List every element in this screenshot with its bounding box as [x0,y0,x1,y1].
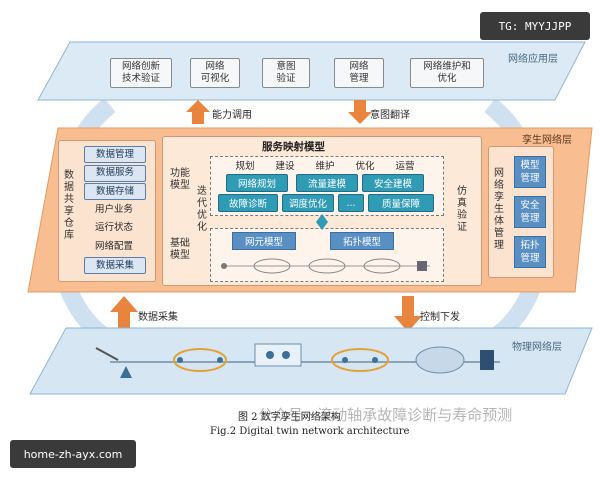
server-rack [480,350,494,370]
bottom-badge-text: home-zh-ayx.com [23,447,123,461]
ability-call-arrow [186,100,210,124]
caption-cn: 图 2 数字孪生网络架构 [238,412,341,423]
left-repo-item: 运行状态 [94,222,133,233]
right-mgmt-item: 安全 管理 [514,196,546,228]
left-repo-item: 用户业务 [94,203,133,215]
func-box: 故障诊断 [218,194,278,212]
app-item: 网络创新 技术验证 [110,58,172,88]
left-repo-item: 数据采集 [84,257,146,274]
left-repo-item: 数据存储 [84,183,146,200]
top-badge: TG: MYYJJPP [480,12,590,40]
physical-layer-plane [29,327,593,395]
switch-cluster [254,343,302,367]
func-box: 安全建模 [362,174,424,192]
base-model-label: 基础 模型 [170,238,190,261]
func-box: 网络规划 [226,174,288,192]
phase-label: 优化 [355,161,375,172]
data-collect-arrow [110,296,138,332]
data-collect-label: 数据采集 [138,312,178,323]
watermark-text: 公众号 · 滚动轴承故障诊断与寿命预测 [258,406,513,424]
top-badge-text: TG: MYYJJPP [498,19,572,33]
bottom-badge: home-zh-ayx.com [10,440,136,468]
right-mgmt-item: 拓扑 管理 [514,236,546,268]
base-box: 网元模型 [232,232,296,250]
phase-label: 建设 [275,161,295,172]
app-item: 网络 可视化 [190,58,240,88]
left-repo-item: 数据管理 [84,146,146,163]
ring-2 [331,348,389,372]
cloud [415,346,465,374]
arrows-bottom [110,296,422,332]
center-inner-arrows [316,214,328,230]
left-repo-item: 数据服务 [84,164,146,182]
func-model-label: 功能 模型 [170,168,190,191]
physical-layer-title: 物理网络层 [512,342,562,353]
app-item: 网络维护和 优化 [410,58,484,88]
control-send-label: 控制下发 [420,312,460,323]
func-box: 调度优化 [282,194,334,212]
sim-verify-label: 仿 真 验 证 [457,186,467,233]
ring-1 [173,348,227,372]
phase-label: 规划 [235,161,255,172]
twin-mgmt-title: 网 络 孪 生 体 管 理 [494,168,504,251]
intent-translate-arrow [348,100,372,124]
left-repo-item: 网络配置 [94,240,133,252]
func-box: ... [338,194,364,212]
app-item: 意图 验证 [262,58,310,88]
service-title: 服务映射模型 [262,141,325,153]
twin-layer-title: 孪生网络层 [522,135,572,146]
iter-opt-label: 迭 代 优 化 [197,186,207,233]
phase-label: 运营 [395,161,415,172]
phase-label: 维护 [315,161,335,172]
app-layer-title: 网络应用层 [508,54,558,65]
func-box: 质量保障 [368,194,434,212]
control-send-arrow [394,296,422,332]
base-topology-graphic [221,258,430,274]
data-repo-title: 数 据 共 享 仓 库 [64,170,74,241]
arrows-top [186,100,372,124]
antenna-icon [120,366,132,378]
func-box: 流量建模 [296,174,358,192]
intent-translate-label: 意图翻译 [370,110,410,121]
base-box: 拓扑模型 [330,232,394,250]
app-item: 网络 管理 [334,58,384,88]
ability-call-label: 能力调用 [212,110,252,121]
caption-en: Fig.2 Digital twin network architecture [210,426,410,437]
right-mgmt-item: 模型 管理 [514,156,546,188]
